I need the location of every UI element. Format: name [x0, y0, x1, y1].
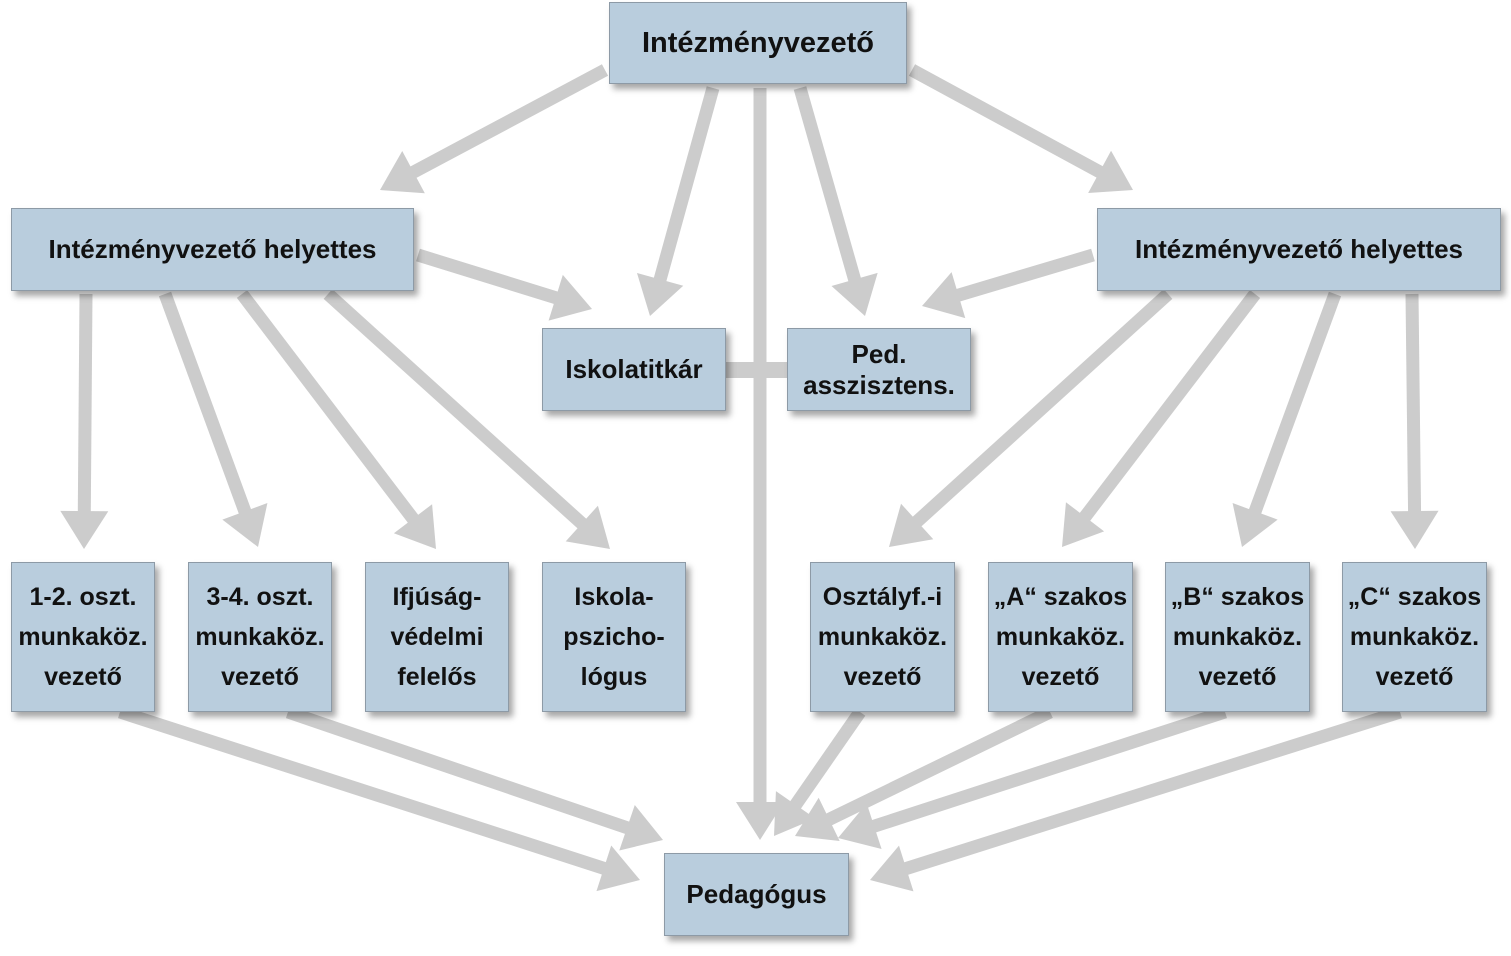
youth-protection-line-1: Ifjúság- — [392, 583, 482, 611]
arrow-deputy-left-secretary-shaft — [416, 248, 560, 305]
node-deputy-right: Intézményvezető helyettes — [1097, 208, 1501, 291]
arrow-deputy-left-youth-shaft — [236, 290, 420, 525]
node-youth-protection: Ifjúság- védelmi felelős — [365, 562, 509, 712]
arrow-deputy-left-psychologist-shaft — [323, 289, 588, 530]
arrow-director-secretary-head — [636, 272, 684, 316]
arrow-deputy-left-lead-34-shaft — [158, 291, 252, 516]
arrow-lead-34-teacher-shaft — [285, 705, 632, 835]
lead-b-line-1: „B“ szakos — [1170, 583, 1305, 611]
psychologist-line-3: lógus — [580, 663, 648, 691]
arrow-director-teacher-head — [736, 802, 784, 840]
node-teacher: Pedagógus — [664, 853, 849, 936]
lead-34-line-3: vezető — [221, 663, 299, 691]
node-lead-c: „C“ szakos munkaköz. vezető — [1342, 562, 1487, 712]
lead-12-line-3: vezető — [44, 663, 122, 691]
secretary-label: Iskolatitkár — [565, 354, 703, 384]
node-lead-class: Osztályf.-i munkaköz. vezető — [810, 562, 955, 712]
arrow-deputy-left-lead-12-head — [60, 510, 109, 549]
assistant-label: Ped. asszisztens. — [803, 338, 955, 400]
lead-class-line-2: munkaköz. — [817, 623, 948, 651]
director-label: Intézményvezető — [641, 26, 875, 59]
node-lead-b: „B“ szakos munkaköz. vezető — [1165, 562, 1310, 712]
arrow-deputy-left-psychologist-head — [565, 505, 610, 549]
node-lead-34: 3-4. oszt. munkaköz. vezető — [188, 562, 332, 712]
arrow-director-deputy-right-shaft — [908, 64, 1105, 179]
arrow-deputy-right-lead-c-head — [1390, 510, 1439, 549]
arrow-lead-b-teacher-shaft — [870, 705, 1228, 834]
psychologist-line-2: pszicho- — [563, 623, 665, 651]
lead-c-line-3: vezető — [1375, 663, 1454, 691]
lead-a-line-2: munkaköz. — [995, 623, 1126, 651]
arrow-lead-a-teacher-shaft — [824, 706, 1053, 827]
arrow-director-assistant-head — [831, 272, 878, 316]
psychologist-line-1: Iskola- — [574, 583, 654, 611]
arrow-lead-c-teacher-head — [870, 845, 914, 892]
node-assistant: Ped. asszisztens. — [787, 328, 971, 411]
lead-34-line-1: 3-4. oszt. — [206, 583, 314, 611]
lead-12-line-2: munkaköz. — [18, 623, 148, 651]
deputy-left-label: Intézményvezető helyettes — [48, 234, 377, 264]
lead-a-line-3: vezető — [1021, 663, 1100, 691]
arrow-deputy-right-lead-class-head — [889, 503, 934, 547]
arrow-lead-b-teacher-head — [838, 803, 882, 850]
arrow-lead-class-teacher-shaft — [789, 708, 866, 811]
arrow-lead-class-teacher-head — [774, 791, 816, 836]
lead-b-line-2: munkaköz. — [1172, 623, 1303, 651]
arrow-lead-a-teacher-head — [795, 797, 840, 841]
lead-12-line-1: 1-2. oszt. — [29, 583, 137, 611]
arrow-lead-12-teacher-head — [596, 845, 640, 892]
deputy-right-label: Intézményvezető helyettes — [1134, 234, 1463, 264]
teacher-label: Pedagógus — [686, 879, 827, 909]
arrow-deputy-right-lead-c-shaft — [1405, 293, 1422, 514]
lead-c-line-1: „C“ szakos — [1347, 583, 1482, 611]
arrow-director-secretary-shaft — [653, 86, 720, 284]
arrow-deputy-right-assistant-head — [922, 272, 966, 319]
lead-b-line-3: vezető — [1198, 663, 1277, 691]
lead-34-line-2: munkaköz. — [195, 623, 325, 651]
arrow-director-deputy-left-shaft — [408, 64, 609, 179]
youth-protection-line-2: védelmi — [390, 623, 484, 651]
arrow-deputy-right-lead-class-shaft — [911, 289, 1173, 528]
node-secretary: Iskolatitkár — [542, 328, 726, 411]
node-lead-12: 1-2. oszt. munkaköz. vezető — [11, 562, 155, 712]
arrow-deputy-left-youth-head — [393, 504, 436, 549]
arrow-deputy-right-lead-b-head — [1232, 503, 1278, 547]
arrow-director-deputy-right-head — [1088, 150, 1133, 193]
node-deputy-left: Intézményvezető helyettes — [11, 208, 414, 291]
arrow-deputy-right-assistant-shaft — [954, 248, 1095, 302]
node-psychologist: Iskola- pszicho- lógus — [542, 562, 686, 712]
youth-protection-line-3: felelős — [397, 663, 477, 691]
arrow-director-deputy-left-head — [380, 150, 425, 194]
lead-class-line-3: vezető — [843, 663, 922, 691]
arrow-deputy-left-lead-12-shaft — [77, 293, 93, 514]
node-lead-a: „A“ szakos munkaköz. vezető — [988, 562, 1133, 712]
arrow-deputy-left-lead-34-head — [222, 503, 268, 547]
arrow-deputy-left-secretary-head — [548, 274, 592, 321]
arrow-director-assistant-shaft — [793, 86, 862, 284]
arrow-deputy-right-lead-a-head — [1062, 502, 1105, 547]
arrow-lead-c-teacher-shaft — [902, 705, 1402, 876]
arrow-deputy-right-lead-b-shaft — [1248, 291, 1342, 516]
lead-class-line-1: Osztályf.-i — [822, 583, 943, 611]
arrow-lead-12-teacher-shaft — [118, 705, 608, 876]
arrow-lead-34-teacher-head — [619, 805, 663, 851]
lead-c-line-2: munkaköz. — [1349, 623, 1480, 651]
node-director: Intézményvezető — [609, 2, 907, 84]
lead-a-line-1: „A“ szakos — [993, 583, 1128, 611]
arrow-deputy-right-lead-a-shaft — [1078, 290, 1261, 523]
